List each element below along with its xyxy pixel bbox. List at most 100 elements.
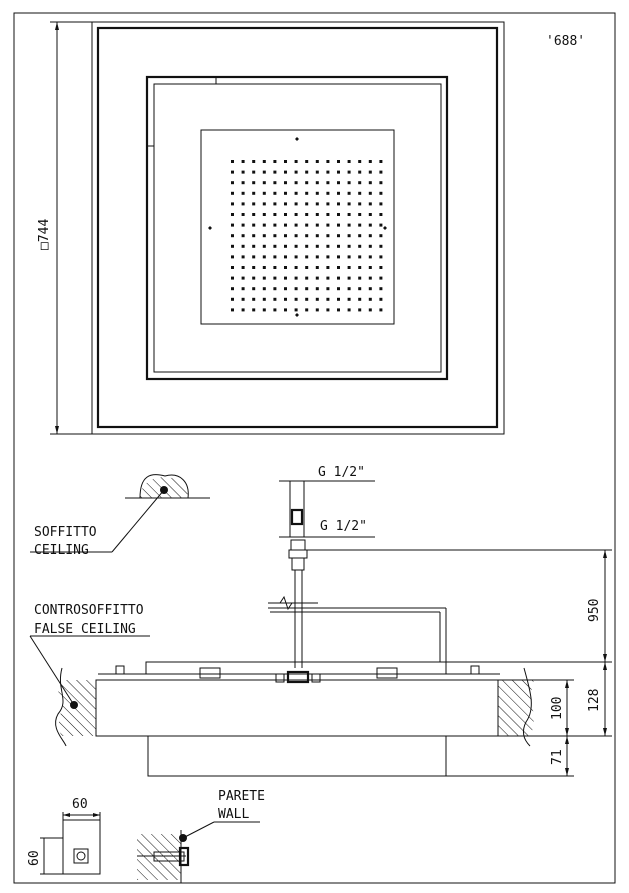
ceiling-label: CEILING [34, 543, 89, 558]
nozzle [305, 160, 309, 163]
nozzle [273, 255, 277, 259]
fixing-mark-bottom [295, 313, 299, 317]
width-60: 60 [72, 797, 88, 812]
connection-bottom-label: G 1/2" [320, 519, 367, 534]
nozzle [273, 202, 277, 206]
nozzle [368, 287, 372, 291]
nozzle [358, 276, 362, 280]
nozzle-grid [231, 160, 383, 312]
nozzle [337, 308, 340, 312]
nozzle [347, 297, 351, 301]
nozzle [284, 160, 287, 163]
nozzle [241, 244, 245, 248]
nozzle [284, 308, 287, 312]
dimension-950: 950 [587, 599, 602, 622]
nozzle [241, 160, 245, 163]
nozzle [347, 244, 351, 248]
nozzle [241, 276, 245, 280]
nozzle [294, 234, 298, 238]
nozzle [262, 255, 266, 259]
nozzle [315, 244, 319, 248]
outer-plate-inner-edge [96, 26, 499, 429]
nozzle [252, 266, 256, 269]
nozzle [284, 287, 287, 291]
nozzle [262, 266, 266, 269]
nozzle [231, 170, 234, 174]
nozzle [358, 234, 362, 238]
nozzle [241, 255, 245, 259]
nozzle [337, 276, 340, 280]
nozzle [284, 234, 287, 238]
nozzle [231, 191, 234, 195]
nozzle [305, 266, 309, 269]
nozzle [379, 191, 383, 195]
nozzle [337, 266, 340, 269]
dimension-71: 71 [550, 749, 565, 765]
nozzle [337, 297, 340, 301]
nozzle [241, 266, 245, 269]
pipe-fitting [290, 508, 304, 526]
nozzle [262, 202, 266, 206]
nozzle [337, 255, 340, 259]
nozzle [347, 255, 351, 259]
nozzle [262, 191, 266, 195]
nozzle [368, 297, 372, 301]
nozzle [326, 297, 330, 301]
nozzle [358, 160, 362, 163]
nozzle [273, 276, 277, 280]
nozzle [231, 202, 234, 206]
nozzle [347, 266, 351, 269]
nozzle [315, 181, 319, 185]
nozzle [347, 287, 351, 291]
nozzle [337, 170, 340, 174]
nozzle [368, 181, 372, 185]
nozzle [252, 234, 256, 238]
nozzle [337, 160, 340, 163]
false-ceiling-body [95, 679, 499, 737]
nozzle [326, 223, 330, 227]
nozzle [358, 244, 362, 248]
nozzle [305, 255, 309, 259]
nozzle [294, 287, 298, 291]
nozzle [358, 213, 362, 216]
nozzle [315, 202, 319, 206]
nozzle [379, 202, 383, 206]
nozzle [305, 234, 309, 238]
control-box-detail: 60 60 [27, 797, 101, 875]
nozzle [284, 255, 287, 259]
nozzle [305, 223, 309, 227]
nozzle [284, 297, 287, 301]
nozzle [379, 266, 383, 269]
nozzle [252, 276, 256, 280]
nozzle [231, 297, 234, 301]
nozzle [347, 170, 351, 174]
nozzle [358, 170, 362, 174]
nozzle [241, 191, 245, 195]
nozzle [252, 287, 256, 291]
nozzle [231, 287, 234, 291]
nozzle [326, 234, 330, 238]
nozzle [315, 287, 319, 291]
nozzle [273, 234, 277, 238]
nozzle [273, 213, 277, 216]
nozzle [326, 160, 330, 163]
nozzle [241, 234, 245, 238]
nozzle [284, 202, 287, 206]
nozzle [368, 213, 372, 216]
shower-head-body [147, 735, 447, 777]
nozzle [347, 308, 351, 312]
nozzle [294, 255, 298, 259]
nozzle [347, 181, 351, 185]
nozzle [252, 181, 256, 185]
nozzle [262, 223, 266, 227]
nozzle [241, 223, 245, 227]
drawing-frame [13, 12, 616, 884]
nozzle [294, 308, 298, 312]
nozzle [294, 160, 298, 163]
nozzle [241, 287, 245, 291]
nozzle [368, 170, 372, 174]
nozzle [347, 160, 351, 163]
nozzle [231, 276, 234, 280]
nozzle [294, 181, 298, 185]
nozzle [315, 297, 319, 301]
